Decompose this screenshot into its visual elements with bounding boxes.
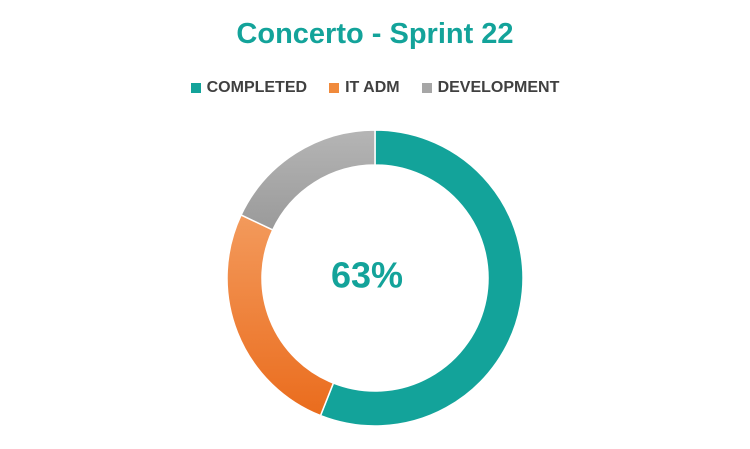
legend-label-it-adm: IT ADM (345, 79, 400, 96)
chart-legend: COMPLETED IT ADM DEVELOPMENT (0, 79, 750, 97)
legend-item-development: DEVELOPMENT (421, 79, 560, 97)
donut-slice-completed (319, 129, 524, 427)
donut-slices (226, 129, 524, 427)
legend-label-development: DEVELOPMENT (437, 79, 560, 96)
chart-title: Concerto - Sprint 22 (236, 18, 514, 50)
legend-item-completed: COMPLETED (190, 79, 308, 97)
legend-swatch-completed (190, 83, 201, 93)
center-percentage-label: 63% (331, 255, 403, 296)
legend-swatch-it-adm (329, 83, 340, 93)
donut-slice-development (240, 129, 376, 231)
legend-label-completed: COMPLETED (206, 79, 308, 96)
donut-slice-it-adm (226, 213, 335, 417)
legend-swatch-development (421, 83, 432, 93)
legend-item-it-adm: IT ADM (329, 79, 400, 97)
